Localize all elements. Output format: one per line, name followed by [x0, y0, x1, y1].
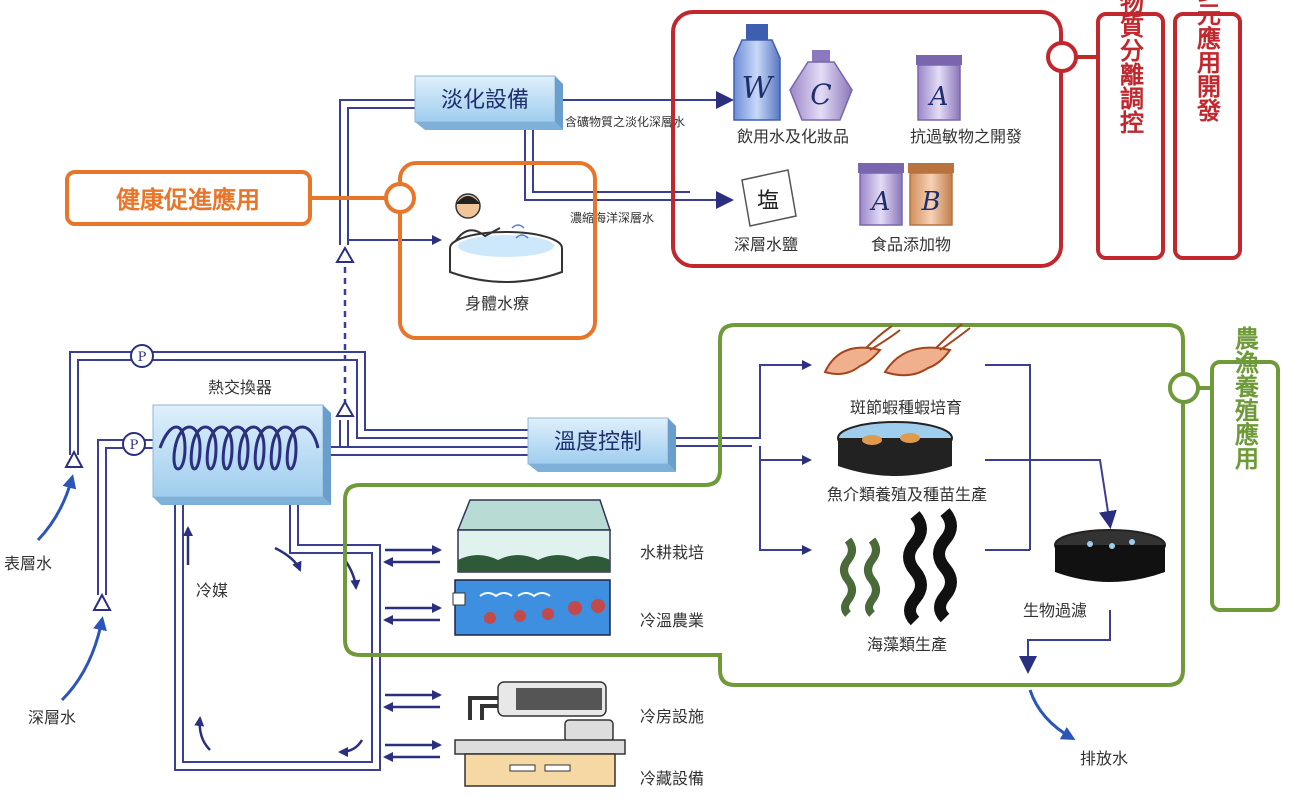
- heat-exchanger: 熱交換器: [152, 378, 331, 505]
- agri-group: 農漁養殖應用 斑節蝦種蝦培育 魚介類養殖及種苗生產 海藻類生產: [343, 323, 1280, 687]
- salt-label: 深層水鹽: [734, 235, 798, 254]
- svg-text:塩: 塩: [757, 189, 779, 214]
- spa-tub-icon: [449, 193, 563, 283]
- cold-storage-label: 冷藏設備: [640, 769, 704, 788]
- biofilter-label: 生物過濾: [1023, 601, 1087, 620]
- air-conditioner-icon: [468, 681, 607, 720]
- seaweed-label: 海藻類生產: [867, 635, 947, 654]
- fish-label: 魚介類養殖及種苗生產: [827, 485, 987, 504]
- cold-storage-icon: [454, 719, 626, 787]
- jar-b-icon: B: [908, 163, 954, 226]
- surface-water-label: 表層水: [4, 554, 52, 573]
- jar-a2-icon: A: [858, 163, 904, 226]
- spa-label: 身體水療: [465, 294, 529, 313]
- valve-icon: [64, 449, 84, 468]
- seaweed-icon: [840, 508, 957, 626]
- hydroponics-label: 水耕栽培: [640, 543, 704, 562]
- svg-text:B: B: [920, 187, 940, 217]
- mineral-water-flow-label: 含礦物質之淡化深層水: [565, 114, 685, 129]
- svg-text:A: A: [870, 187, 891, 217]
- bottle-w-icon: W: [733, 24, 781, 121]
- temperature-control-label: 溫度控制: [554, 430, 642, 455]
- svg-text:W: W: [742, 71, 775, 106]
- anti-allergy-label: 抗過敏物之開發: [910, 127, 1022, 146]
- valve-icon: [92, 592, 112, 611]
- svg-text:P: P: [138, 350, 147, 365]
- svg-text:P: P: [130, 438, 139, 453]
- exchange-arrows: [383, 545, 442, 762]
- pump-icon: [130, 344, 154, 368]
- multi-application-label: 多元應用開發: [1193, 0, 1222, 123]
- intake-arrows: [36, 474, 1076, 740]
- health-label: 健康促進應用: [116, 185, 260, 214]
- svg-text:C: C: [810, 78, 831, 111]
- pump-surface: P: [130, 344, 154, 368]
- heat-exchanger-label: 熱交換器: [208, 378, 272, 397]
- bottle-c-icon: C: [789, 50, 853, 121]
- coil-icon: [158, 425, 320, 471]
- valve-icon: [335, 399, 355, 417]
- discharge-label: 排放水: [1080, 749, 1128, 768]
- jar-a-icon: A: [916, 55, 962, 121]
- shrimp-icon: [823, 323, 971, 377]
- ac-label: 冷房設施: [640, 707, 704, 726]
- check-valves: [64, 245, 355, 611]
- valve-icon: [335, 245, 355, 263]
- drinking-label: 飲用水及化妝品: [737, 127, 849, 146]
- temperature-control-unit: 溫度控制: [527, 417, 676, 472]
- shrimp-label: 斑節蝦種蝦培育: [850, 398, 962, 417]
- concentrated-flow-label: 濃縮海洋深層水: [570, 210, 654, 225]
- mineral-group: 礦物質分離調控 多元應用開發 W C 飲用水及化妝品 A 抗過敏物之開發 塩 深…: [671, 0, 1242, 268]
- cold-agri-icon: [452, 579, 611, 636]
- flow-arrows: [183, 526, 364, 757]
- biofilter-tank-icon: [1054, 529, 1166, 582]
- deep-water-label: 深層水: [28, 708, 76, 727]
- desalination-unit: 淡化設備: [414, 75, 563, 130]
- refrigerant-label: 冷媒: [196, 581, 228, 600]
- greenhouse-icon: [456, 499, 612, 573]
- pipes: [69, 91, 1117, 771]
- pump-icon: [122, 432, 146, 456]
- cold-agri-label: 冷溫農業: [640, 611, 704, 630]
- desalination-label: 淡化設備: [441, 88, 529, 113]
- svg-text:A: A: [928, 82, 949, 112]
- salt-icon: 塩: [741, 169, 797, 227]
- food-additive-label: 食品添加物: [871, 235, 951, 254]
- pump-deep: P: [122, 432, 146, 456]
- health-group: 健康促進應用 身體水療: [65, 161, 597, 340]
- mineral-label: 礦物質分離調控: [1116, 0, 1145, 134]
- fish-tank-icon: [837, 421, 953, 476]
- agri-label: 農漁養殖應用: [1231, 325, 1260, 471]
